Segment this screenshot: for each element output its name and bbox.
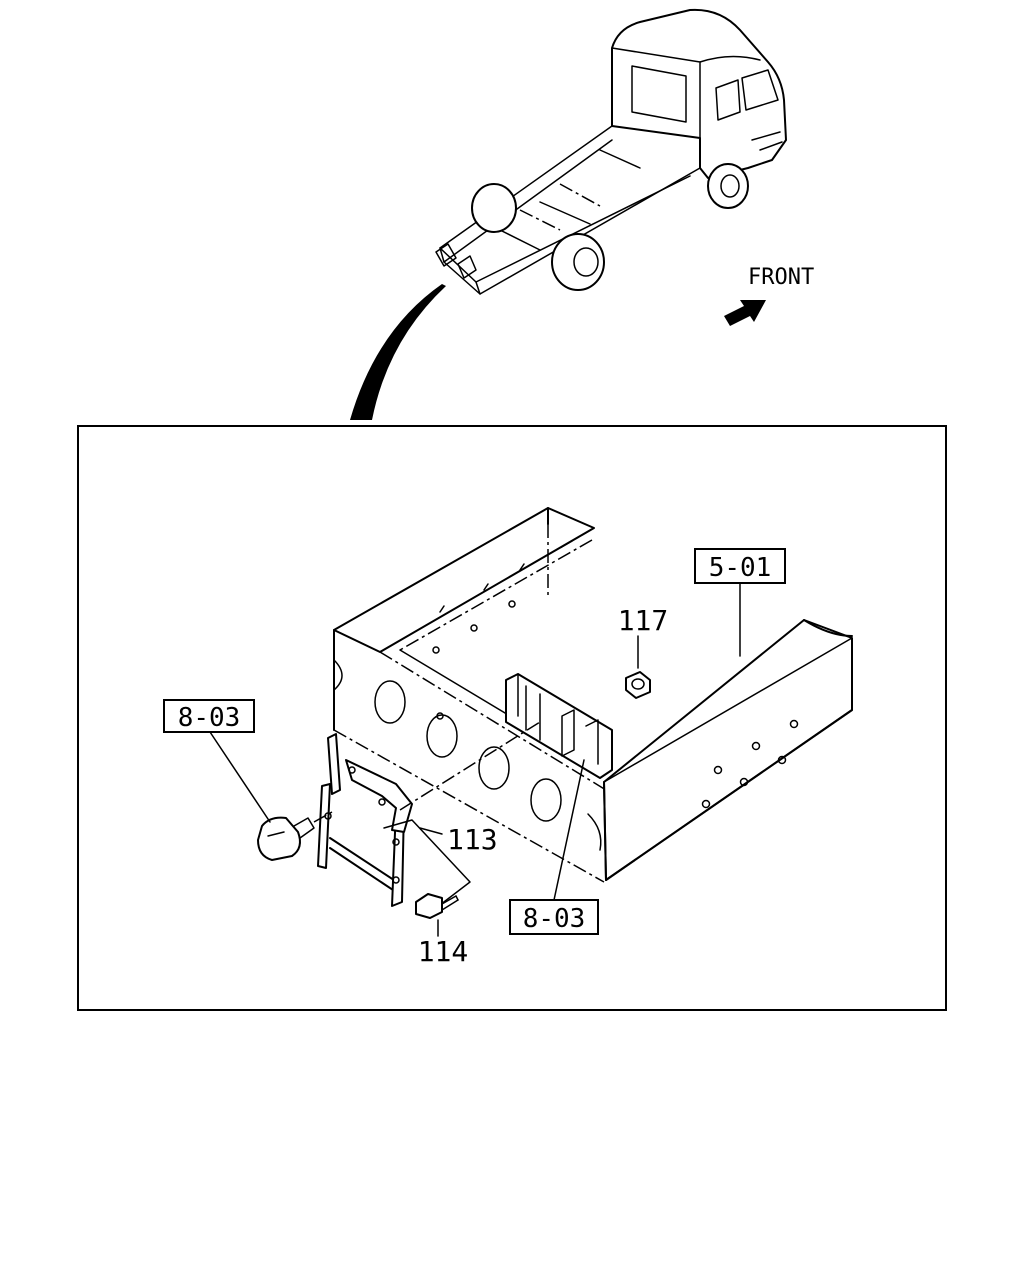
truck-overview — [350, 8, 787, 420]
callout-label: 8-03 — [178, 703, 241, 733]
front-arrow-icon — [724, 300, 766, 326]
front-label: FRONT — [748, 265, 814, 290]
truck-cab — [611, 8, 787, 209]
part-number-113[interactable]: 113 — [447, 823, 498, 856]
part-114-bolt — [415, 893, 459, 919]
detail-frame — [77, 425, 947, 1011]
callout-8-03-left[interactable]: 8-03 — [163, 699, 255, 733]
part-117-nut — [625, 635, 651, 699]
leader-lines — [209, 583, 741, 937]
callout-8-03-bottom[interactable]: 8-03 — [509, 899, 599, 935]
part-113-bracket — [317, 721, 541, 909]
callout-label: 8-03 — [523, 904, 586, 934]
detail-view — [209, 507, 853, 937]
truck-chassis — [435, 125, 701, 295]
tail-lamp-assembly — [505, 673, 613, 779]
callout-5-01[interactable]: 5-01 — [694, 548, 786, 584]
part-number-117[interactable]: 117 — [618, 604, 669, 637]
callout-box — [163, 699, 255, 733]
orientation-indicator: FRONT — [724, 265, 814, 326]
callout-label: 5-01 — [709, 553, 772, 583]
callout-box — [509, 899, 599, 935]
side-marker-lamp — [257, 811, 333, 861]
part-number-114[interactable]: 114 — [418, 935, 469, 968]
frame-rail-left — [333, 507, 595, 731]
frame-rail-right — [603, 619, 853, 881]
callout-box — [694, 548, 786, 584]
detail-pointer-arrow — [350, 284, 446, 420]
